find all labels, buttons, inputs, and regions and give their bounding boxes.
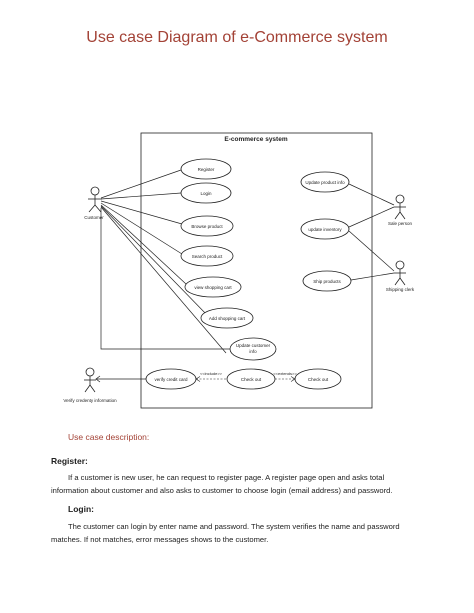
customer-associations bbox=[100, 169, 232, 354]
include-relation-label: <<include>> bbox=[200, 371, 223, 376]
register-heading: Register: bbox=[51, 456, 88, 466]
shipping-clerk-label: Shipping clerk bbox=[386, 287, 415, 292]
verify-credentials-label: Verify credenty information bbox=[63, 398, 117, 403]
use-case-ship-products-label: Ship products bbox=[313, 279, 341, 284]
register-line-2: information about customer and also asks… bbox=[51, 486, 393, 495]
use-case-update-inventory-label: update inventory bbox=[308, 227, 342, 232]
use-case-verify-credit-card-label: verify credit card bbox=[154, 377, 188, 382]
use-case-browse-product: Browse product bbox=[180, 215, 234, 237]
extends-arrowhead bbox=[290, 376, 296, 382]
use-case-view-shopping-cart-label: view shopping cart bbox=[194, 285, 232, 290]
login-heading: Login: bbox=[68, 504, 94, 514]
login-line-1: The customer can login by enter name and… bbox=[68, 522, 400, 531]
sale-person-actor bbox=[394, 194, 406, 220]
system-label: E-commerce system bbox=[224, 136, 287, 143]
use-case-check-out-label: Check out bbox=[241, 377, 262, 382]
extends-relation-text: extends bbox=[278, 371, 292, 376]
use-case-update-product-info: Update product info bbox=[300, 171, 350, 193]
include-relation-text: include bbox=[205, 371, 218, 376]
use-case-add-shopping-cart-label: Add shopping cart bbox=[209, 316, 246, 321]
login-line-2: matches. If not matches, error messages … bbox=[51, 535, 269, 544]
use-case-register-label: Register bbox=[198, 167, 215, 172]
use-case-register: Register bbox=[180, 158, 232, 180]
use-case-update-product-info-label: Update product info bbox=[305, 180, 345, 185]
page-title: Use case Diagram of e-Commerce system bbox=[86, 29, 388, 46]
use-case-check-out-ext-label: Check out bbox=[308, 377, 329, 382]
use-case-search-product: Search product bbox=[180, 245, 234, 267]
register-line-1: If a customer is new user, he can reques… bbox=[68, 473, 385, 482]
use-case-verify-credit-card: verify credit card bbox=[145, 368, 197, 390]
use-case-update-inventory: update inventory bbox=[300, 218, 350, 240]
use-case-ship-products: Ship products bbox=[302, 270, 352, 292]
use-case-update-customer-info-label-2: info bbox=[249, 349, 257, 354]
include-arrowhead bbox=[195, 376, 201, 382]
verify-credentials-actor bbox=[84, 367, 96, 393]
use-case-check-out-ext: Check out bbox=[294, 368, 342, 390]
customer-label: Customer bbox=[84, 215, 104, 220]
extends-relation-label: <<extends>> bbox=[273, 371, 297, 376]
verify-credentials-arrowhead bbox=[95, 375, 101, 383]
system-boundary bbox=[140, 132, 373, 409]
use-case-diagram: E-commerce system Customer Sale person S… bbox=[63, 132, 415, 409]
use-case-check-out: Check out bbox=[226, 368, 276, 390]
shipping-clerk-actor bbox=[394, 260, 406, 286]
use-case-description-heading: Use case description: bbox=[68, 432, 150, 442]
staff-associations bbox=[348, 183, 395, 281]
use-case-login-label: Login bbox=[200, 191, 212, 196]
use-case-search-product-label: Search product bbox=[192, 254, 223, 259]
use-case-update-customer-info: Update customer info bbox=[229, 337, 277, 361]
use-case-add-shopping-cart: Add shopping cart bbox=[200, 307, 254, 329]
use-case-browse-product-label: Browse product bbox=[191, 224, 223, 229]
use-case-login: Login bbox=[180, 182, 232, 204]
use-case-view-shopping-cart: view shopping cart bbox=[184, 276, 242, 298]
customer-actor bbox=[88, 186, 102, 213]
sale-person-label: Sale person bbox=[388, 221, 413, 226]
use-case-update-customer-info-label-1: Update customer bbox=[236, 343, 271, 348]
